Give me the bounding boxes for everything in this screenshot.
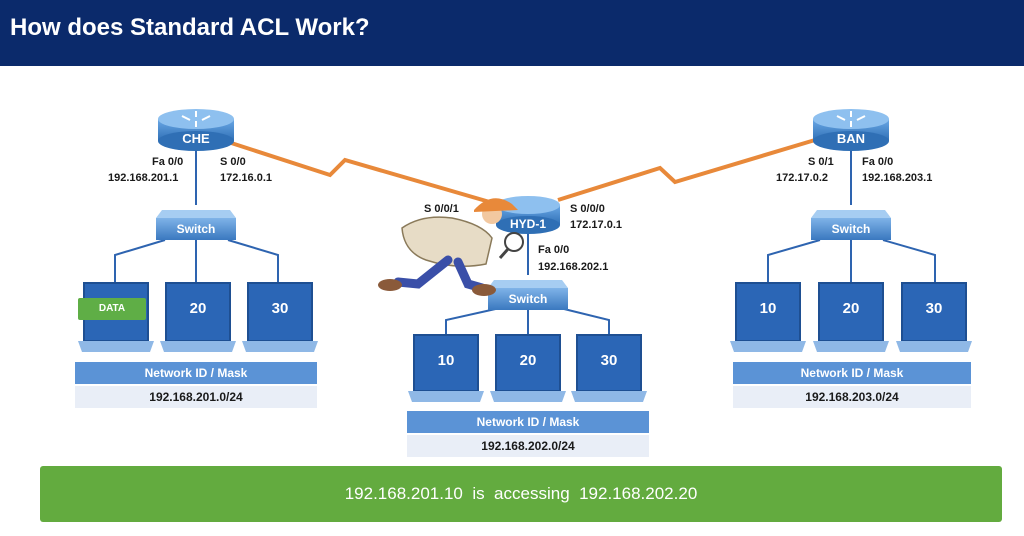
switch-right-icon	[811, 210, 891, 240]
pc-middle-2-icon	[490, 334, 566, 402]
che-fa-port: Fa 0/0	[152, 156, 184, 168]
pc-right-2-label: 20	[842, 300, 860, 317]
access-banner: 192.168.201.10 is accessing 192.168.202.…	[40, 466, 1002, 522]
ban-fa-ip: 192.168.203.1	[862, 172, 933, 184]
pc-middle-1-icon	[408, 334, 484, 402]
serial-link-che-hyd	[221, 138, 501, 207]
right-network-bar: Network ID / Mask	[733, 362, 971, 384]
hyd-s0-port: S 0/0/0	[570, 203, 605, 215]
pc-left-2-icon	[160, 282, 236, 352]
che-fa-ip: 192.168.201.1	[108, 172, 179, 184]
router-ban-name: BAN	[836, 131, 866, 146]
middle-lan-links	[445, 307, 610, 335]
hyd-s0-ip: 172.17.0.1	[570, 219, 622, 231]
ban-fa-port: Fa 0/0	[862, 156, 894, 168]
right-network-address: 192.168.203.0/24	[733, 386, 971, 408]
slide-title: How does Standard ACL Work?	[10, 14, 370, 41]
pc-left-3-icon	[242, 282, 318, 352]
pc-right-3-label: 30	[925, 300, 943, 317]
detective-illustration-icon	[378, 198, 524, 296]
left-network-bar: Network ID / Mask	[75, 362, 317, 384]
ban-s-port: S 0/1	[808, 156, 834, 168]
middle-network-address: 192.168.202.0/24	[407, 435, 649, 457]
middle-network-bar: Network ID / Mask	[407, 411, 649, 433]
ban-s-ip: 172.17.0.2	[776, 172, 828, 184]
pc-left-3-label: 30	[271, 300, 289, 317]
pc-right-3-icon	[896, 282, 972, 352]
header-bar: How does Standard ACL Work?	[0, 0, 1024, 66]
switch-middle-icon	[488, 280, 568, 310]
pc-left-2-label: 20	[189, 300, 207, 317]
left-lan-links	[114, 239, 279, 283]
switch-right-label: Switch	[831, 222, 871, 236]
pc-middle-1-label: 10	[437, 352, 455, 369]
pc-middle-3-icon	[571, 334, 647, 402]
pc-right-1-icon	[730, 282, 806, 352]
right-lan-links	[767, 239, 936, 283]
router-ban-icon	[813, 109, 889, 151]
serial-link-hyd-ban	[557, 138, 816, 202]
pc-right-1-label: 10	[759, 300, 777, 317]
router-hyd-name: HYD-1	[509, 217, 546, 231]
router-che-name: CHE	[182, 131, 210, 146]
hyd-fa-port: Fa 0/0	[538, 244, 570, 256]
switch-middle-label: Switch	[508, 292, 548, 306]
data-packet-tag: DATA	[78, 298, 146, 320]
pc-middle-2-label: 20	[519, 352, 537, 369]
router-che-icon	[158, 109, 234, 151]
switch-left-icon	[156, 210, 236, 240]
pc-right-2-icon	[813, 282, 889, 352]
hyd-s1-port: S 0/0/1	[424, 203, 459, 215]
hyd-fa-ip: 192.168.202.1	[538, 261, 609, 273]
pc-middle-3-label: 30	[600, 352, 618, 369]
che-s-port: S 0/0	[220, 156, 246, 168]
switch-left-label: Switch	[176, 222, 216, 236]
che-s-ip: 172.16.0.1	[220, 172, 272, 184]
left-network-address: 192.168.201.0/24	[75, 386, 317, 408]
